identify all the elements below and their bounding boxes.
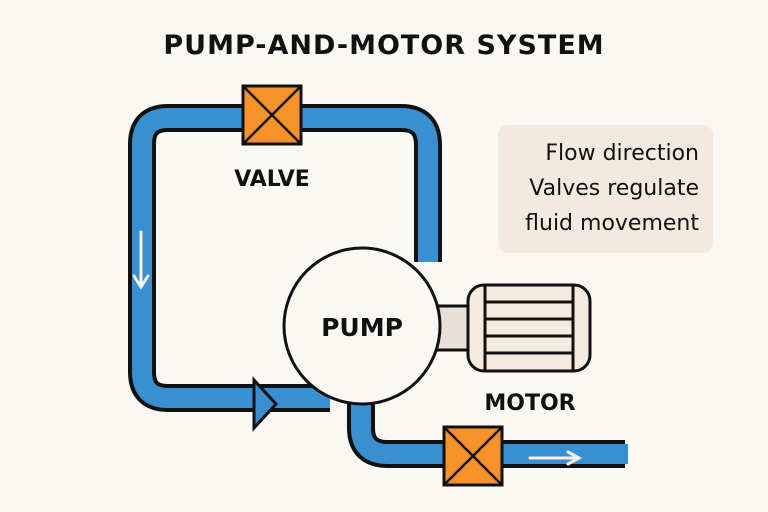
pump-label: PUMP — [321, 313, 403, 342]
note-line-valves-regulate: Valves regulate — [529, 176, 699, 201]
loop-pipe — [128, 104, 442, 412]
pump[interactable] — [282, 246, 442, 406]
diagram-title: PUMP-AND-MOTOR SYSTEM — [163, 30, 605, 61]
motor[interactable] — [466, 283, 592, 373]
note-line-flow-direction: Flow direction — [545, 141, 699, 166]
motor-label: MOTOR — [484, 391, 575, 416]
flow-arrow-into-pump — [252, 376, 279, 432]
note-line-fluid-movement: fluid movement — [525, 211, 699, 236]
legend-note: Flow direction Valves regulate fluid mov… — [498, 125, 713, 253]
outlet-pipe — [347, 400, 628, 468]
flow-arrow-outlet — [528, 450, 583, 466]
outlet-valve[interactable] — [442, 425, 504, 487]
flow-arrow-down — [132, 230, 150, 290]
upper-valve[interactable] — [241, 84, 303, 146]
valve-label: VALVE — [234, 167, 310, 192]
